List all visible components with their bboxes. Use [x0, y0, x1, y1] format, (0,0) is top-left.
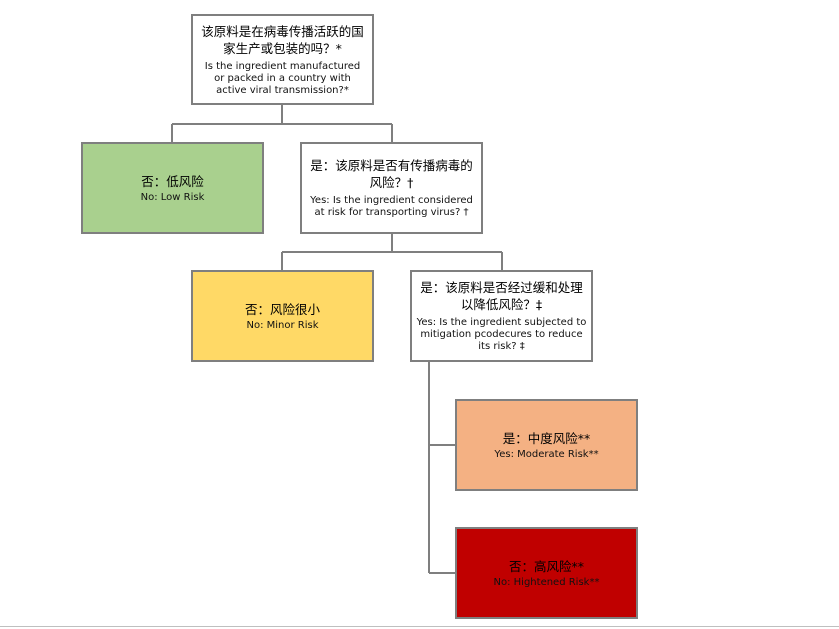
- question-mitigation-en: Yes: Is the ingredient subjected to miti…: [416, 317, 587, 352]
- outcome-minor-risk-zh: 否：风险很小: [244, 301, 320, 317]
- outcome-minor-risk-en: No: Minor Risk: [246, 319, 319, 331]
- question-box-transport-risk: 是：该原料是否有传播病毒的风险？† Yes: Is the ingredient…: [300, 142, 483, 234]
- outcome-high-risk-en: No: Hightened Risk**: [493, 576, 600, 588]
- outcome-box-minor-risk: 否：风险很小 No: Minor Risk: [191, 270, 374, 362]
- outcome-low-risk-en: No: Low Risk: [140, 191, 205, 203]
- question-mitigation-zh: 是：该原料是否经过缓和处理以降低风险？‡: [420, 280, 583, 312]
- outcome-box-high-risk: 否：高风险** No: Hightened Risk**: [455, 527, 638, 619]
- question-transport-risk-zh: 是：该原料是否有传播病毒的风险？†: [310, 158, 473, 190]
- outcome-high-risk-zh: 否：高风险**: [508, 558, 584, 574]
- outcome-box-moderate-risk: 是：中度风险** Yes: Moderate Risk**: [455, 399, 638, 491]
- outcome-moderate-risk-zh: 是：中度风险**: [502, 430, 591, 446]
- outcome-box-low-risk: 否：低风险 No: Low Risk: [81, 142, 264, 234]
- question-origin-country-en: Is the ingredient manufactured or packed…: [204, 60, 361, 96]
- bottom-divider: [0, 626, 839, 627]
- outcome-moderate-risk-en: Yes: Moderate Risk**: [494, 448, 599, 460]
- question-transport-risk-en: Yes: Is the ingredient considered at ris…: [310, 195, 473, 218]
- question-box-mitigation: 是：该原料是否经过缓和处理以降低风险？‡ Yes: Is the ingredi…: [410, 270, 593, 362]
- question-box-origin-country: 该原料是在病毒传播活跃的国家生产或包装的吗？* Is the ingredien…: [191, 14, 374, 105]
- question-origin-country-zh: 该原料是在病毒传播活跃的国家生产或包装的吗？*: [201, 23, 364, 56]
- outcome-low-risk-zh: 否：低风险: [141, 173, 204, 189]
